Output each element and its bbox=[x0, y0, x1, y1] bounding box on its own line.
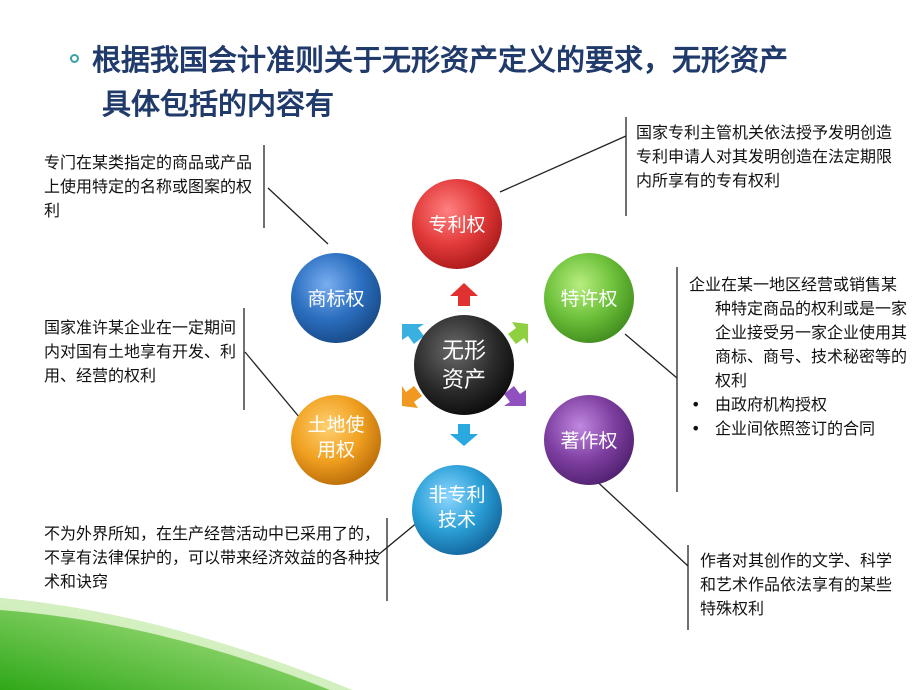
note-copyright: 作者对其创作的文学、科学和艺术作品依法享有的某些特殊权利 bbox=[700, 549, 900, 621]
note-copyright-text: 作者对其创作的文学、科学和艺术作品依法享有的某些特殊权利 bbox=[700, 551, 893, 618]
node-nonpatent-label-2: 技术 bbox=[438, 509, 476, 531]
note-franchise-list: • 由政府机构授权 • 企业间依照签订的合同 bbox=[689, 393, 911, 441]
node-trademark-label: 商标权 bbox=[307, 288, 364, 310]
connector-copyright bbox=[589, 474, 689, 567]
note-landuse-text: 国家准许某企业在一定期间内对国有土地享有开发、利用、经营的权利 bbox=[44, 318, 237, 385]
arrow-downleft-icon bbox=[402, 386, 422, 408]
corner-decoration bbox=[0, 598, 352, 690]
arrow-upright-icon bbox=[508, 322, 528, 344]
note-trademark: 专门在某类指定的商品或产品上使用特定的名称或图案的权利 bbox=[44, 151, 256, 223]
title-line-1: 根据我国会计准则关于无形资产定义的要求，无形资产 bbox=[92, 43, 789, 77]
node-nonpatent: 非专利 技术 bbox=[412, 465, 502, 555]
note-franchise-item-text: 由政府机构授权 bbox=[715, 395, 828, 414]
note-patent: 国家专利主管机关依法授予发明创造专利申请人对其发明创造在法定期限内所享有的专有权… bbox=[636, 121, 906, 193]
note-franchise-item-text: 企业间依照签订的合同 bbox=[715, 419, 876, 438]
note-patent-text: 国家专利主管机关依法授予发明创造专利申请人对其发明创造在法定期限内所享有的专有权… bbox=[636, 123, 893, 190]
connector-franchise bbox=[624, 333, 678, 379]
center-label-2: 资产 bbox=[442, 368, 486, 393]
note-nonpatent-text: 不为外界所知，在生产经营活动中已采用了的，不享有法律保护的，可以带来经济效益的各… bbox=[44, 524, 381, 591]
node-trademark: 商标权 bbox=[291, 253, 381, 343]
title-line-2: 具体包括的内容有 bbox=[102, 87, 335, 121]
note-nonpatent: 不为外界所知，在生产经营活动中已采用了的，不享有法律保护的，可以带来经济效益的各… bbox=[44, 522, 380, 594]
title-bullet-icon bbox=[70, 54, 79, 63]
connector-landuse bbox=[244, 351, 301, 419]
corner-decoration-highlight bbox=[0, 598, 352, 690]
node-patent-label: 专利权 bbox=[428, 214, 485, 236]
node-copyright: 著作权 bbox=[544, 395, 634, 485]
arrow-downright-icon bbox=[504, 386, 526, 406]
note-franchise-item: • 由政府机构授权 bbox=[689, 393, 911, 417]
note-franchise: 企业在某一地区经营或销售某种特定商品的权利或是一家企业接受另一家企业使用其商标、… bbox=[689, 273, 911, 441]
note-trademark-text: 专门在某类指定的商品或产品上使用特定的名称或图案的权利 bbox=[44, 153, 253, 220]
bullet-icon: • bbox=[691, 419, 701, 438]
node-landuse-label-1: 土地使 bbox=[307, 414, 364, 436]
bullet-icon: • bbox=[691, 395, 701, 414]
node-patent: 专利权 bbox=[412, 179, 502, 269]
node-nonpatent-label-1: 非专利 bbox=[428, 484, 485, 506]
slide-title: 根据我国会计准则关于无形资产定义的要求，无形资产 具体包括的内容有 bbox=[70, 38, 892, 126]
node-franchise: 特许权 bbox=[544, 253, 634, 343]
note-landuse: 国家准许某企业在一定期间内对国有土地享有开发、利用、经营的权利 bbox=[44, 316, 238, 388]
note-franchise-item: • 企业间依照签订的合同 bbox=[689, 417, 911, 441]
node-franchise-label: 特许权 bbox=[560, 288, 617, 310]
center-arrows bbox=[402, 283, 528, 446]
note-brackets bbox=[243, 117, 689, 630]
arrow-down-icon bbox=[450, 424, 478, 446]
node-copyright-label: 著作权 bbox=[560, 430, 617, 452]
arrow-up-icon bbox=[450, 283, 478, 306]
connector-patent bbox=[499, 135, 627, 193]
arrow-upleft-icon bbox=[402, 324, 424, 344]
node-landuse: 土地使 用权 bbox=[291, 395, 381, 485]
note-franchise-text: 企业在某一地区经营或销售某种特定商品的权利或是一家企业接受另一家企业使用其商标、… bbox=[689, 275, 908, 390]
center-label-1: 无形 bbox=[442, 339, 486, 364]
node-center: 无形 资产 bbox=[414, 315, 514, 415]
connector-trademark bbox=[267, 187, 329, 245]
node-landuse-label-2: 用权 bbox=[317, 439, 355, 461]
